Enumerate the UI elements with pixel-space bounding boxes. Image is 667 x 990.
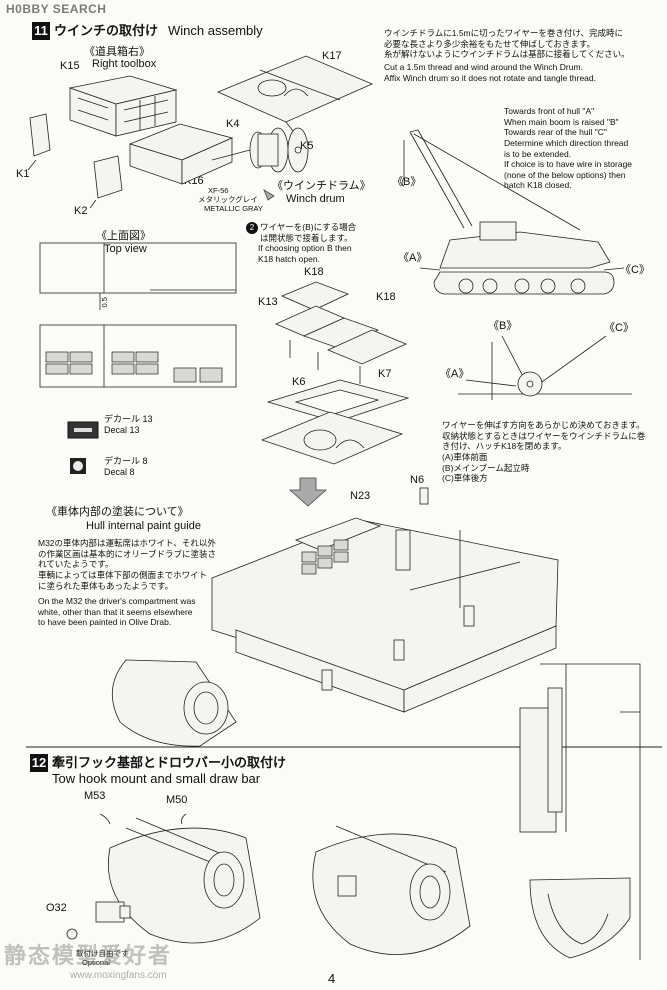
step-11-title-jp: ウインチの取付け [54,23,159,38]
winch-drum-label-jp: 《ウインチドラム》 [272,180,371,192]
paint-guide-title-en: Hull internal paint guide [86,520,201,532]
option-b-note-jp: ワイヤーを(B)にする場合 は開状態で接着します。 [260,222,357,243]
part-k7: K7 [378,368,392,380]
wire-instructions-en: Cut a 1.5m thread and wind around the Wi… [384,62,596,83]
side-detail-drawing [519,663,641,960]
step-12-number: 12 [30,754,48,772]
right-toolbox-label-en: Right toolbox [92,58,157,70]
paint-guide-title-jp: 《車体内部の塗装について》 [46,506,189,518]
paint-name-en: METALLIC GRAY [204,204,263,213]
paint-name-jp: メタリックグレイ [198,195,258,204]
part-k4: K4 [226,118,240,130]
part-n6: N6 [410,474,425,486]
hull-interior-drawing [111,487,559,747]
toolbox-k15-drawing [68,75,178,137]
decal-13-label-en: Decal 13 [104,425,140,435]
top-view-diagram [39,242,237,388]
label-c-diagram: 《C》 [604,322,634,334]
direction-text-jp: ワイヤーを伸ばす方向をあらかじめ決めておきます。 収納状態とするときはワイヤーを… [442,420,646,484]
paint-code: XF-56 [208,186,229,195]
part-k6: K6 [292,376,306,388]
label-b-diagram: 《B》 [488,320,518,332]
decal-8-label-en: Decal 8 [104,467,135,477]
label-b-crane: 《B》 [392,176,422,188]
wire-instructions-jp: ウインチドラムに1.5mに切ったワイヤーを巻き付け、完成時に 必要な長さより多少… [384,28,630,60]
part-k13: K13 [258,296,278,308]
optional-label-jp: 取付け自由です [76,949,129,958]
paint-guide-text-en: On the M32 the driver's compartment was … [38,596,196,628]
paint-guide-text-jp: M32の車体内部は運転席はホワイト、それ以外 の作業区画は基本的にオリーブドラブ… [38,538,216,591]
part-k2: K2 [74,205,88,217]
part-n23: N23 [350,490,371,502]
part-k18-b: K18 [304,266,324,278]
site-logo: H0BBY SEARCH [6,2,107,16]
top-view-label-en: Top view [104,243,147,255]
part-o32: O32 [46,902,67,914]
step-12-title-jp: 牽引フック基部とドロウバー小の取付け [52,755,287,770]
part-k5: K5 [300,140,314,152]
watermark-url: www.moxingfans.com [70,970,167,981]
part-k1-drawing [29,113,51,157]
part-m53: M53 [84,790,106,802]
direction-text-en: Towards front of hull "A" When main boom… [504,106,633,191]
crane-vehicle-drawing [401,129,625,295]
option-b-note-en: If choosing option B then K18 hatch open… [258,243,352,264]
tow-hook-drawing-right [312,825,471,955]
dimension-label: 0.5 [99,297,109,308]
part-k18-a: K18 [376,291,396,303]
page-number: 4 [328,971,336,986]
note-icon: 2 [246,222,258,234]
assembly-arrow-icon [288,477,328,507]
label-c-crane: 《C》 [620,264,650,276]
part-k15: K15 [60,60,80,72]
step-11-number: 11 [32,22,50,40]
right-toolbox-label-jp: 《道具箱右》 [84,46,150,58]
label-a-crane: 《A》 [398,252,428,264]
decal-8-label-jp: デカール 8 [104,456,148,466]
part-k17: K17 [322,50,342,62]
part-k1: K1 [16,168,30,180]
wire-direction-diagram [458,335,632,400]
step-11-title-en: Winch assembly [168,23,263,38]
decal-13-label-jp: デカール 13 [104,414,153,424]
top-view-label-jp: 《上面図》 [96,230,151,242]
part-m50: M50 [166,794,188,806]
optional-label-en: Optional [82,958,110,967]
label-a-diagram: 《A》 [440,368,470,380]
watermark-text: 静态模型爱好者 [4,943,173,968]
winch-drum-drawing [211,127,309,173]
winch-drum-label-en: Winch drum [286,193,345,205]
step-12-title-en: Tow hook mount and small draw bar [52,771,261,786]
tow-hook-drawing-left [66,813,261,944]
